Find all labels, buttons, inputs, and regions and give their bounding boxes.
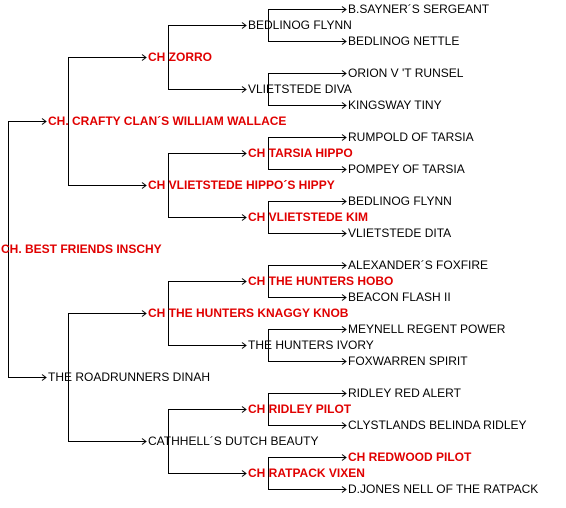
arrow-head-icon [241,150,247,157]
gen4-ancestor-name: VLIETSTEDE DITA [348,226,452,240]
gen3-ancestor-name: CH THE HUNTERS HOBO [248,274,394,288]
gen4-ancestor-name: FOXWARREN SPIRIT [348,354,468,368]
gen4-ancestor-name: D.JONES NELL OF THE RATPACK [348,482,539,496]
arrow-head-icon [241,406,247,413]
gen4-ancestor-name: BEACON FLASH II [348,290,451,304]
arrow-head-icon [241,214,247,221]
arrow-head-icon [341,134,347,141]
dog-name: CH. BEST FRIENDS INSCHY [1,242,162,256]
arrow-head-icon [341,294,347,301]
arrow-head-icon [241,470,247,477]
arrow-head-icon [341,358,347,365]
arrow-head-icon [241,342,247,349]
arrow-head-icon [41,118,47,125]
sire-sire-name: CH ZORRO [148,50,212,64]
gen3-ancestor-name: BEDLINOG FLYNN [248,18,352,32]
gen4-ancestor-name: CH REDWOOD PILOT [348,450,472,464]
arrow-head-icon [341,198,347,205]
gen4-ancestor-name: RIDLEY RED ALERT [348,386,461,400]
arrow-head-icon [341,326,347,333]
gen3-ancestor-name: CH RATPACK VIXEN [248,466,365,480]
gen4-ancestor-name: KINGSWAY TINY [348,98,442,112]
sire-dam-name: CH VLIETSTEDE HIPPO´S HIPPY [148,178,335,192]
gen4-ancestor-name: BEDLINOG NETTLE [348,34,460,48]
arrow-head-icon [341,262,347,269]
dam-name: THE ROADRUNNERS DINAH [48,370,211,384]
gen4-ancestor-name: BEDLINOG FLYNN [348,194,452,208]
arrow-head-icon [341,230,347,237]
arrow-head-icon [241,22,247,29]
arrow-head-icon [341,390,347,397]
gen3-ancestor-name: CH RIDLEY PILOT [248,402,352,416]
dam-dam-name: CATHHELL´S DUTCH BEAUTY [148,434,319,448]
arrow-head-icon [341,38,347,45]
arrow-head-icon [241,86,247,93]
arrow-head-icon [341,422,347,429]
gen4-ancestor-name: B.SAYNER´S SERGEANT [348,2,490,16]
gen3-ancestor-name: VLIETSTEDE DIVA [248,82,352,96]
arrow-head-icon [41,374,47,381]
arrow-head-icon [341,6,347,13]
gen4-ancestor-name: POMPEY OF TARSIA [348,162,465,176]
arrow-head-icon [341,166,347,173]
gen3-ancestor-name: THE HUNTERS IVORY [248,338,374,352]
sire-name: CH. CRAFTY CLAN´S WILLIAM WALLACE [48,114,287,128]
gen4-ancestor-name: ORION V 'T RUNSEL [348,66,464,80]
arrow-head-icon [341,454,347,461]
gen3-ancestor-name: CH VLIETSTEDE KIM [248,210,369,224]
arrow-head-icon [141,182,147,189]
arrow-head-icon [341,70,347,77]
arrow-head-icon [341,486,347,493]
arrow-head-icon [141,310,147,317]
gen4-ancestor-name: ALEXANDER´S FOXFIRE [348,258,489,272]
gen4-ancestor-name: MEYNELL REGENT POWER [348,322,506,336]
gen4-ancestor-name: CLYSTLANDS BELINDA RIDLEY [348,418,527,432]
arrow-head-icon [241,278,247,285]
arrow-head-icon [341,102,347,109]
dam-sire-name: CH THE HUNTERS KNAGGY KNOB [148,306,349,320]
arrow-head-icon [141,54,147,61]
gen3-ancestor-name: CH TARSIA HIPPO [248,146,353,160]
arrow-head-icon [141,438,147,445]
gen4-ancestor-name: RUMPOLD OF TARSIA [348,130,474,144]
